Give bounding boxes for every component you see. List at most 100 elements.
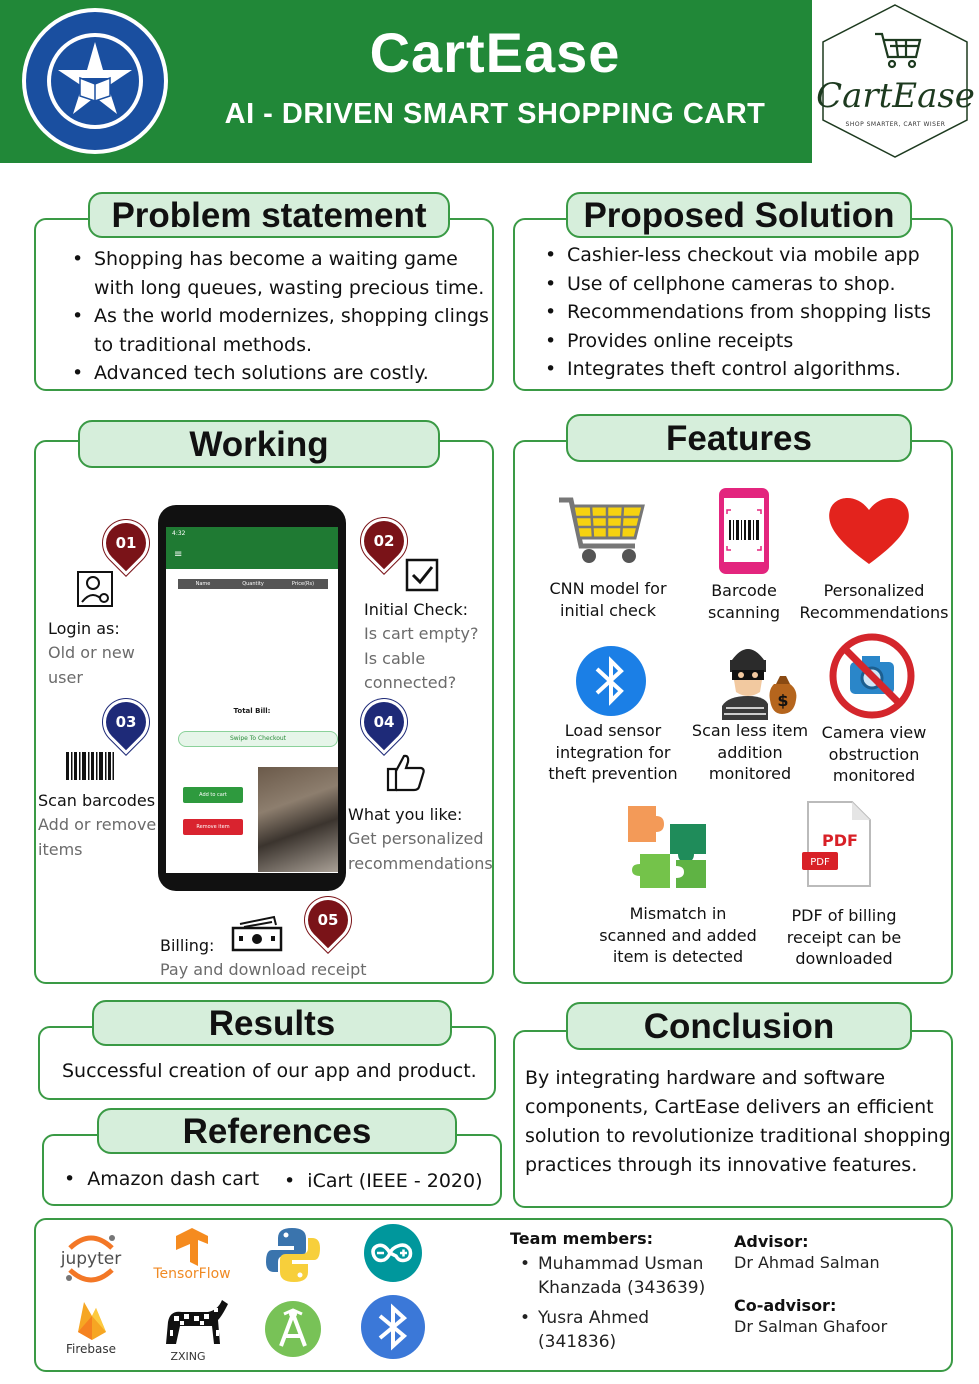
problem-list: Shopping has become a waiting game with … xyxy=(72,245,492,388)
pdf-icon: PDF PDF xyxy=(802,801,871,887)
conclusion-panel xyxy=(513,1030,953,1208)
solution-title: Proposed Solution xyxy=(566,192,912,238)
bluetooth-icon xyxy=(576,646,646,716)
results-title: Results xyxy=(92,1000,452,1046)
step-marker-01: 01 xyxy=(97,514,155,572)
bill-table-header: Name Quantity Price(Rs) xyxy=(178,579,328,589)
no-camera-icon xyxy=(829,633,915,719)
feature-label-pdf: PDF of billing receipt can be downloaded xyxy=(786,906,902,968)
svg-text:PDF: PDF xyxy=(810,857,830,868)
team-member-1: Muhammad Usman Khanzada (343639) xyxy=(520,1252,705,1300)
feature-label-camera-obstruction: Camera view obstruction monitored xyxy=(821,723,927,785)
step-label-04: What you like: xyxy=(348,805,463,824)
conclusion-text: By integrating hardware and software com… xyxy=(525,1067,951,1176)
problem-item: As the world modernizes, shopping clings… xyxy=(72,302,492,359)
hamburger-menu-icon[interactable]: ≡ xyxy=(174,549,183,560)
puzzle-icon xyxy=(628,806,706,888)
bluetooth-logo-icon xyxy=(361,1295,425,1359)
team-member-2: Yusra Ahmed (341836) xyxy=(520,1306,649,1354)
camera-preview xyxy=(258,767,338,872)
step-label-05: Billing: xyxy=(160,936,215,955)
jupyter-logo-icon xyxy=(66,1235,115,1283)
carteease-logo: CartEase SHOP SMARTER, CART WISER xyxy=(812,0,979,163)
svg-text:PDF: PDF xyxy=(822,831,858,850)
barcode-icon xyxy=(66,752,114,780)
column-header-quantity: Quantity xyxy=(242,581,264,587)
user-login-icon xyxy=(77,571,113,607)
conclusion-title: Conclusion xyxy=(566,1002,912,1050)
step-label-01: Login as: xyxy=(48,619,120,638)
barcode-phone-icon xyxy=(719,488,769,574)
header-banner: CartEase AI - DRIVEN SMART SHOPPING CART… xyxy=(0,0,979,163)
solution-item: Use of cellphone cameras to shop. xyxy=(545,270,950,299)
python-logo-icon xyxy=(266,1228,320,1282)
solution-item: Provides online receipts xyxy=(545,327,950,356)
step-marker-03: 03 xyxy=(97,693,155,751)
feature-label-cnn: CNN model for initial check xyxy=(549,579,667,620)
app-screen: 4:32 ≡ Name Quantity Price(Rs) Total Bil… xyxy=(166,527,338,873)
svg-text:$: $ xyxy=(777,691,788,710)
tensorflow-logo-icon xyxy=(176,1228,208,1266)
step-label-03: Scan barcodes xyxy=(38,791,156,810)
step-desc-02: Is cart empty? Is cable connected? xyxy=(364,624,479,692)
poster-title: CartEase xyxy=(369,21,621,84)
android-studio-logo-icon xyxy=(265,1301,321,1357)
firebase-label: Firebase xyxy=(65,1342,117,1356)
logo-tagline: SHOP SMARTER, CART WISER xyxy=(845,121,946,128)
column-header-name: Name xyxy=(195,581,211,587)
phone-mockup: 4:32 ≡ Name Quantity Price(Rs) Total Bil… xyxy=(158,505,346,891)
step-label-02: Initial Check: xyxy=(364,600,468,619)
heart-icon xyxy=(829,497,909,564)
remove-item-button[interactable]: Remove item xyxy=(183,819,243,835)
step-marker-05: 05 xyxy=(299,891,357,949)
step-desc-04: Get personalized recommendations xyxy=(348,829,493,873)
column-header-price: Price(Rs) xyxy=(291,581,315,587)
solution-list: Cashier-less checkout via mobile app Use… xyxy=(545,241,950,384)
firebase-logo-icon xyxy=(78,1302,106,1340)
step-desc-03: Add or remove items xyxy=(38,815,157,859)
feature-label-load-sensor: Load sensor integration for theft preven… xyxy=(548,721,678,783)
advisor-heading: Advisor: xyxy=(734,1232,809,1251)
solution-item: Integrates theft control algorithms. xyxy=(545,355,950,384)
swipe-checkout-slider[interactable]: Swipe To Checkout xyxy=(178,731,338,747)
money-icon xyxy=(231,915,283,952)
status-bar-time: 4:32 xyxy=(172,530,186,537)
checkbox-icon xyxy=(405,558,439,592)
features-title: Features xyxy=(566,414,912,462)
results-text: Successful creation of our app and produ… xyxy=(62,1060,477,1082)
solution-item: Recommendations from shopping lists xyxy=(545,298,950,327)
zxing-logo-icon xyxy=(166,1300,228,1344)
app-bar: 4:32 ≡ xyxy=(166,527,338,569)
arduino-logo-icon xyxy=(364,1224,422,1282)
problem-item: Shopping has become a waiting game with … xyxy=(72,245,492,302)
coadvisor-name: Dr Salman Ghafoor xyxy=(734,1317,888,1336)
team-members-heading: Team members: xyxy=(510,1229,653,1248)
step-marker-02: 02 xyxy=(355,512,413,570)
step-desc-01: Old or new user xyxy=(48,643,135,687)
problem-title: Problem statement xyxy=(88,192,450,238)
problem-item: Advanced tech solutions are costly. xyxy=(72,359,492,388)
advisor-name: Dr Ahmad Salman xyxy=(734,1253,880,1272)
feature-label-mismatch: Mismatch in scanned and added item is de… xyxy=(599,904,757,966)
feature-label-barcode: Barcode scanning xyxy=(708,581,780,622)
feature-label-recommendations: Personalized Recommendations xyxy=(799,581,949,622)
logo-wordmark: CartEase xyxy=(816,76,975,116)
step-desc-05: Pay and download receipt xyxy=(160,960,367,979)
reference-item-1: • Amazon dash cart xyxy=(64,1168,260,1190)
feature-label-scan-less: Scan less item addition monitored xyxy=(691,721,809,783)
working-title: Working xyxy=(78,420,440,468)
shopping-cart-icon xyxy=(559,497,645,563)
thumbs-up-icon xyxy=(386,754,425,792)
zxing-label: ZXING xyxy=(170,1350,206,1363)
total-bill-label: Total Bill: xyxy=(233,707,271,715)
step-marker-04: 04 xyxy=(355,693,413,751)
references-title: References xyxy=(97,1108,457,1154)
coadvisor-heading: Co-advisor: xyxy=(734,1296,837,1315)
thief-icon: $ xyxy=(722,649,797,720)
jupyter-label: jupyter xyxy=(60,1249,122,1269)
tensorflow-label: TensorFlow xyxy=(153,1266,231,1282)
add-to-cart-button[interactable]: Add to cart xyxy=(183,787,243,803)
solution-item: Cashier-less checkout via mobile app xyxy=(545,241,950,270)
logo-frame-icon xyxy=(822,4,968,158)
poster-subtitle: AI - DRIVEN SMART SHOPPING CART xyxy=(224,98,766,130)
